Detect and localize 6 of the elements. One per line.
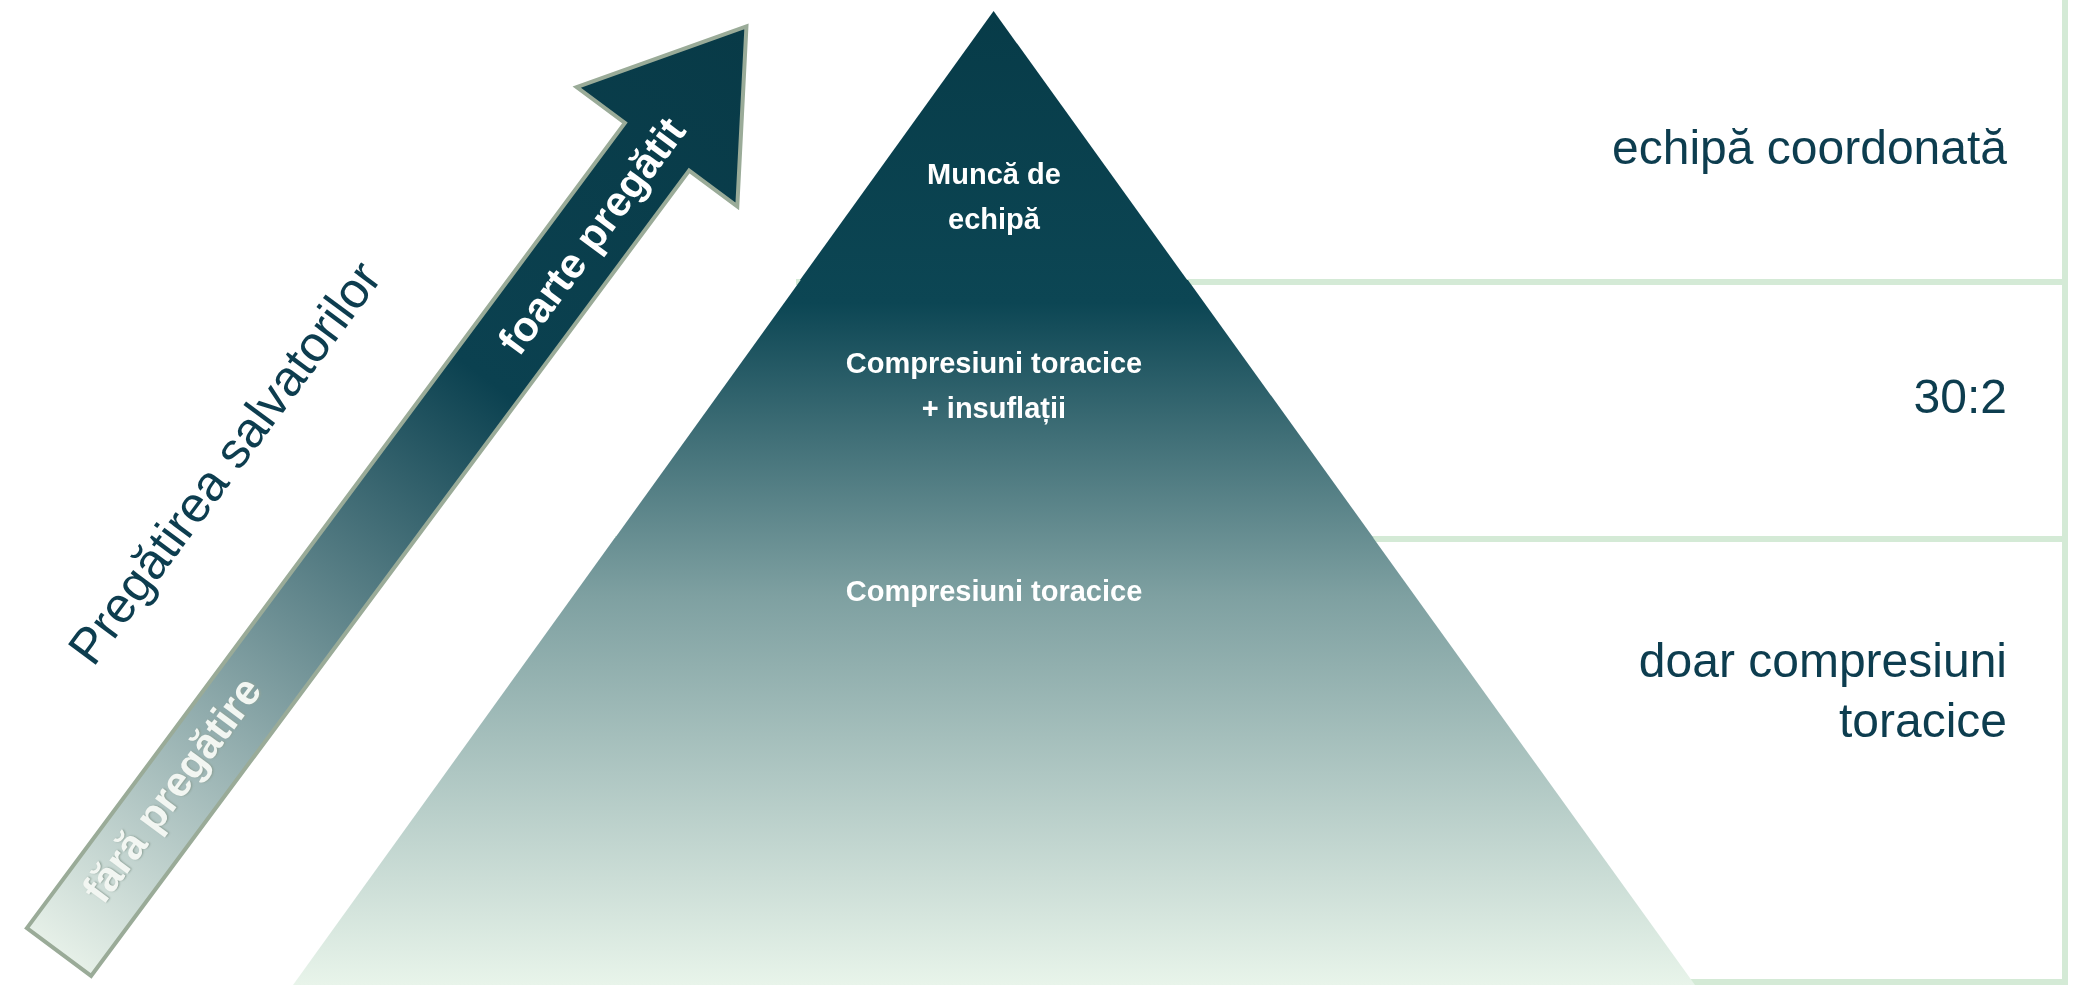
row-label: doar compresiuni toracice	[1637, 633, 2007, 749]
row-label: echipă coordonată	[1611, 120, 2007, 176]
row-label: 30:2	[1912, 369, 2007, 425]
tier-label: Muncă de echipă	[926, 157, 1062, 237]
tier-label: Compresiuni toracice + insuflații	[844, 346, 1144, 427]
tier-label: Compresiuni toracice	[844, 574, 1144, 609]
